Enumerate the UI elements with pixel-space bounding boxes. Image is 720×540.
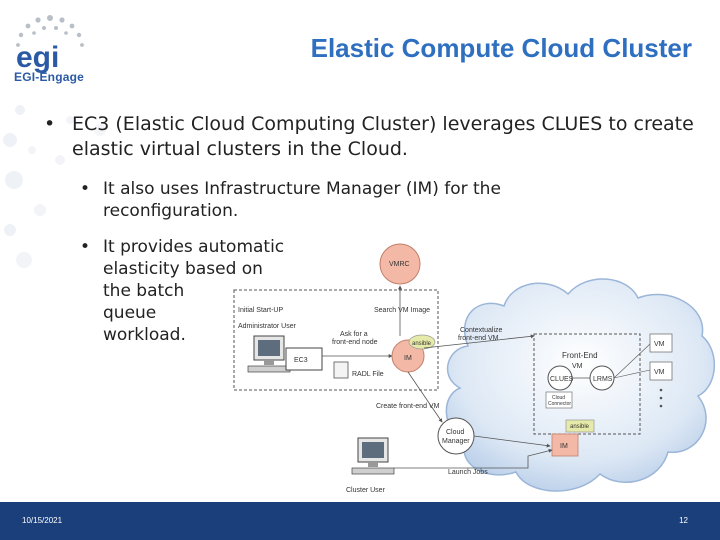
front-end-label: Front-End (562, 351, 598, 360)
front-end-vm-box (533, 333, 641, 435)
sub-bullet-2-line: queue (103, 303, 157, 323)
cloud-connector-label-1: Cloud (552, 395, 565, 401)
sub-bullet-2-text: It provides automatic elasticity based o… (103, 236, 320, 346)
cluster-user-computer-icon (351, 437, 395, 475)
sub-bullet-1: • It also uses Infrastructure Manager (I… (80, 178, 600, 222)
ec3-architecture-diagram: Initial Start-UP Administrator User EC3 … (233, 243, 716, 494)
vm-label: VM (654, 369, 665, 376)
sub-bullet-2-line: the batch (103, 281, 185, 301)
cloud-manager-label-1: Cloud (446, 429, 464, 436)
front-end-vm-label: VM (572, 363, 583, 370)
ansible-badge (408, 334, 436, 350)
cloud-manager-label-2: Manager (442, 438, 470, 445)
admin-computer-icon (247, 335, 291, 373)
contextualize-label: Contextualize (460, 327, 503, 334)
search-vm-image-label: Search VM Image (374, 307, 430, 314)
admin-box (233, 289, 439, 391)
inner-im-box (551, 433, 579, 457)
front-end-node-label: front-end node (332, 339, 378, 346)
ec3-box (285, 347, 323, 371)
inner-ansible-label: ansible (570, 424, 590, 430)
cloud-connector-box (545, 391, 573, 409)
footer-bar: 10/15/2021 12 (0, 502, 720, 540)
administrator-user-label: Administrator User (238, 323, 297, 330)
bullet-marker: • (80, 237, 91, 257)
radl-file-icon (333, 361, 349, 379)
vmrc-node (379, 243, 421, 285)
radl-file-label: RADL File (352, 371, 384, 378)
sub-bullet-2-line: workload. (103, 325, 186, 345)
sub-bullet-1-text: It also uses Infrastructure Manager (IM)… (103, 179, 501, 221)
egi-logo: egi (16, 15, 84, 74)
ec3-label: EC3 (294, 357, 308, 364)
lrms-label: LRMS (593, 376, 613, 383)
footer-date: 10/15/2021 (22, 516, 63, 525)
decorative-dots (3, 105, 106, 268)
im-label: IM (404, 355, 412, 362)
svg-text:egi: egi (16, 41, 59, 74)
page-number: 12 (679, 516, 688, 525)
cloud-shape (445, 278, 716, 492)
initial-start-up-label: Initial Start-UP (238, 307, 283, 314)
inner-ansible-badge (565, 419, 595, 433)
sub-bullet-2: • It provides automatic elasticity based… (80, 236, 320, 346)
cloud-connector-label-2: Connector (548, 401, 571, 407)
vm-box (649, 361, 673, 381)
vm-box (649, 333, 673, 353)
main-bullet-text: EC3 (Elastic Cloud Computing Cluster) le… (72, 113, 694, 160)
bullet-marker: • (44, 113, 56, 135)
cloud-manager-node (437, 417, 475, 455)
vmrc-label: VMRC (389, 261, 410, 268)
create-front-end-vm-label: Create front-end VM (376, 403, 440, 410)
contextualize-front-end-vm-label: front-end VM (458, 335, 499, 342)
vm-label: VM (654, 341, 665, 348)
launch-jobs-label: Launch Jobs (448, 469, 488, 476)
inner-im-label: IM (560, 443, 568, 450)
bullet-marker: • (80, 179, 91, 199)
main-bullet: • EC3 (Elastic Cloud Computing Cluster) … (44, 112, 704, 162)
sub-bullet-2-line: It provides automatic (103, 237, 285, 257)
logo-org-name: EGI-Engage (14, 70, 85, 84)
sub-bullet-2-line: elasticity based on (103, 259, 263, 279)
clues-label: CLUES (550, 376, 574, 383)
ask-for-label: Ask for a (340, 331, 368, 338)
cluster-user-label: Cluster User (346, 487, 386, 494)
ansible-label: ansible (412, 341, 432, 347)
slide-title: Elastic Compute Cloud Cluster (310, 33, 692, 63)
